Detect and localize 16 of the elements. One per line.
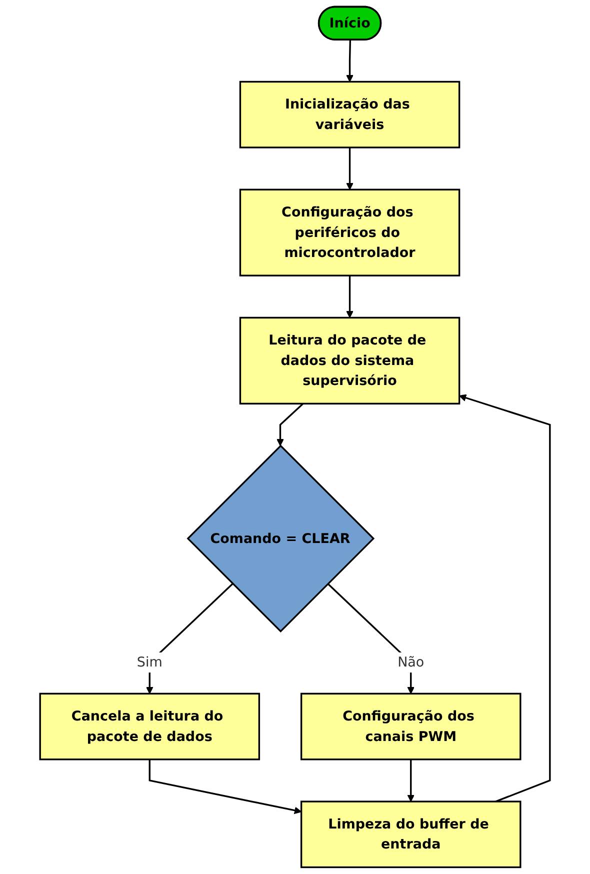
arrow	[276, 403, 304, 446]
edge-label: Sim	[136, 654, 162, 670]
arrow	[346, 147, 354, 190]
arrow	[346, 276, 354, 318]
arrow	[407, 759, 415, 802]
node-box: Cancela a leitura do pacote de dados	[39, 692, 260, 760]
node-diamond: Comando = CLEAR	[186, 444, 375, 632]
node-box: Configuração dos canais PWM	[300, 692, 522, 760]
arrow	[148, 759, 302, 814]
node-box: Leitura do pacote de dados do sistema supervisório	[239, 316, 460, 404]
arrow	[459, 394, 551, 802]
edge-label: Não	[398, 654, 424, 670]
node-box: Limpeza do buffer de entrada	[300, 800, 522, 868]
arrow	[346, 40, 354, 82]
node-box: Inicialização das variáveis	[239, 80, 460, 148]
node-box: Configuração dos periféricos do microcontrolador	[239, 188, 460, 276]
